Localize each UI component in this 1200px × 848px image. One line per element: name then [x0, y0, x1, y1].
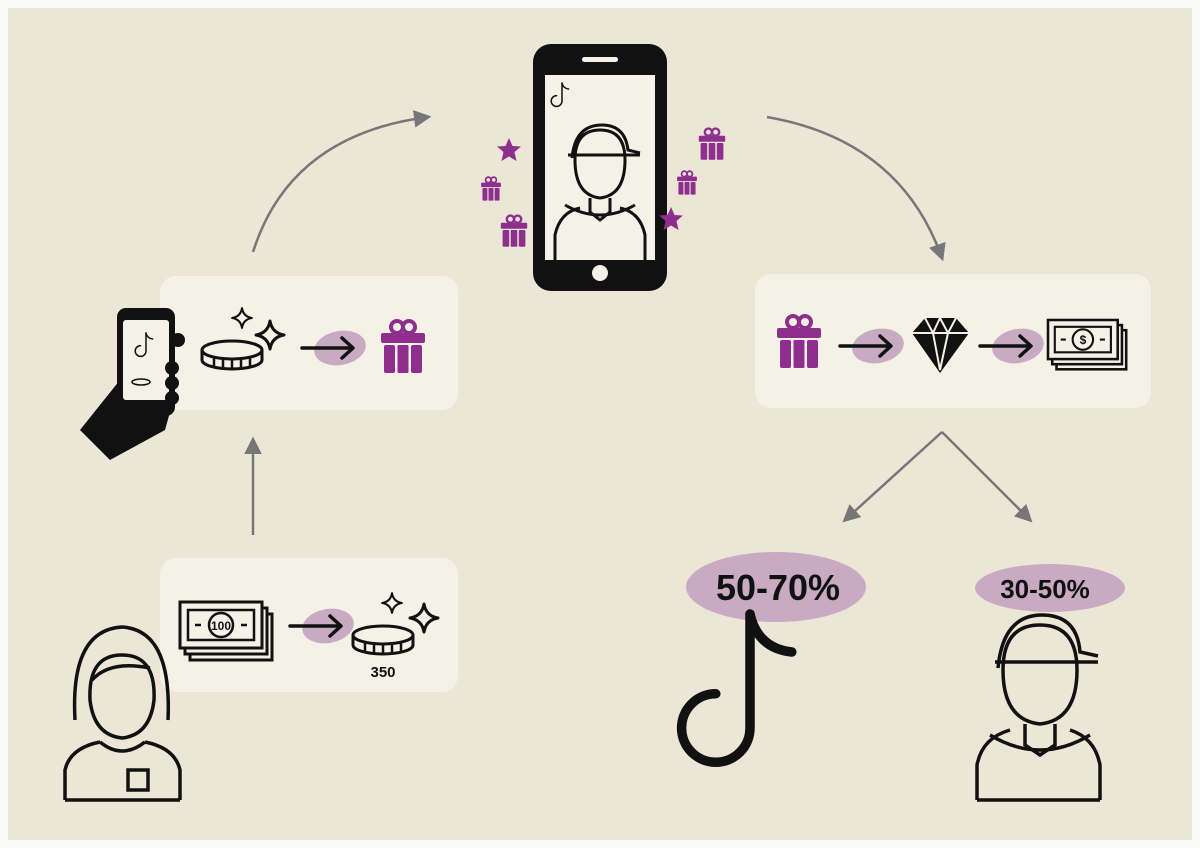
arrow-curve-to-convert: [766, 115, 946, 262]
arrow-curve-to-live: [251, 110, 432, 253]
creator-avatar-icon: [975, 613, 1102, 802]
diamond-icon: [912, 315, 969, 373]
platform-share: 50-70%: [682, 552, 866, 762]
arrow-to-creator: [941, 431, 1033, 523]
platform-share-label: 50-70%: [716, 567, 840, 608]
smartphone-icon: [533, 44, 667, 291]
banknote-stack-icon: 100: [178, 600, 274, 662]
viewer-avatar-icon: [63, 625, 182, 802]
step-buy-coins-panel: 100 350: [160, 558, 458, 692]
step-send-gift-panel: [80, 276, 458, 460]
bill-value: 100: [211, 619, 231, 633]
step-convert-panel: $: [755, 274, 1151, 408]
live-stream-phone: [480, 44, 727, 291]
creator-avatar-icon: [553, 123, 647, 260]
coin-amount: 350: [370, 664, 395, 681]
banknote-stack-icon: $: [1046, 318, 1128, 371]
hand-holding-phone-icon: [80, 308, 185, 460]
creator-share: 30-50%: [975, 564, 1125, 802]
currency-symbol: $: [1080, 333, 1087, 347]
arrow-to-platform: [842, 431, 943, 523]
creator-share-label: 30-50%: [1000, 574, 1090, 604]
